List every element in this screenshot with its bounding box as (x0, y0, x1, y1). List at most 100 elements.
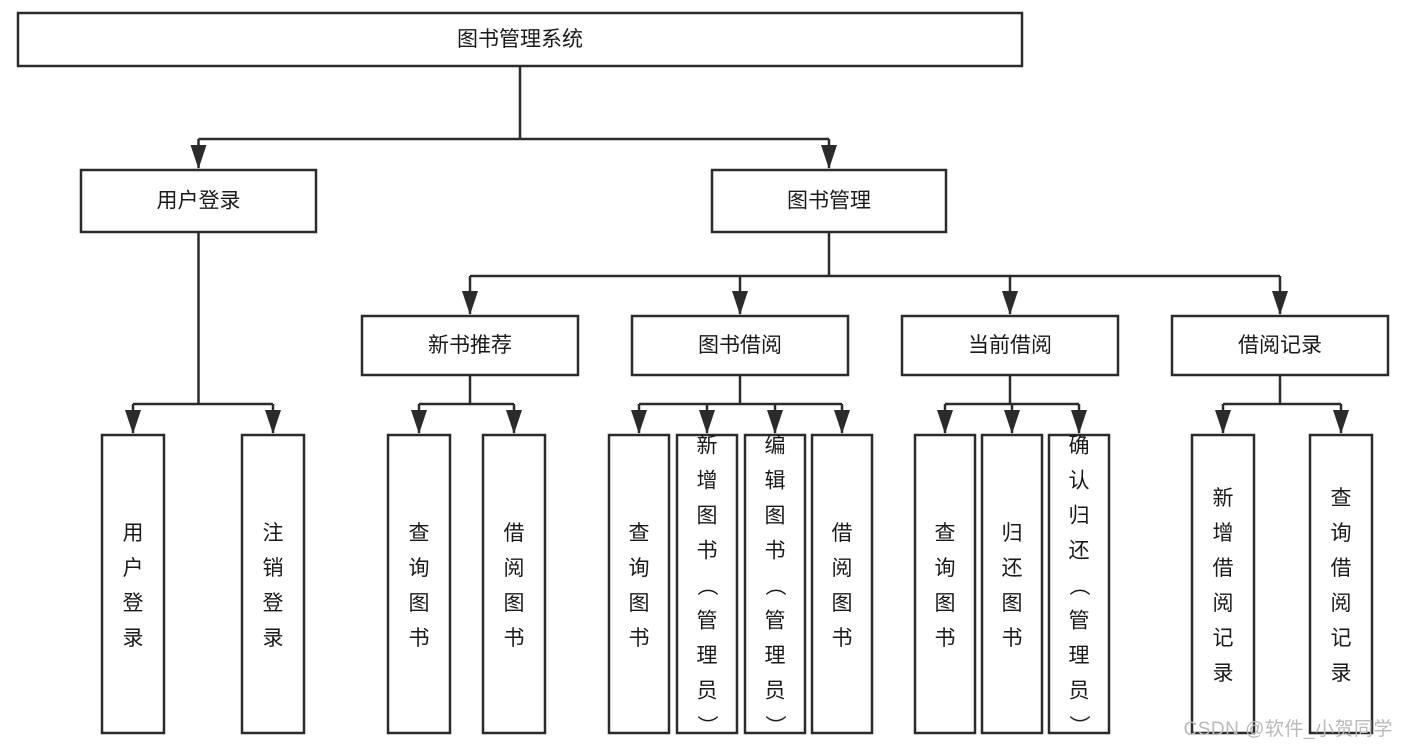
node-box (1190, 433, 1256, 735)
node-box (1047, 433, 1111, 735)
node-borrow-record[interactable]: 借阅记录 (1170, 314, 1390, 377)
node-label-char: 记 (1331, 627, 1352, 650)
arrow-head-icon (411, 410, 427, 434)
node-label-char: 理 (1069, 645, 1090, 668)
arrow-head-icon (699, 410, 715, 434)
arrow-head-icon (1333, 410, 1349, 434)
node-label-char: 录 (1213, 662, 1234, 685)
node-label-char: 书 (697, 540, 718, 563)
node-label-char: 录 (1331, 662, 1352, 685)
arrow-head-icon (732, 291, 748, 315)
node-label-char: 图 (765, 505, 786, 528)
node-label-char: 增 (1213, 522, 1234, 545)
node-label-char: 书 (935, 627, 956, 650)
node-label-char: 书 (504, 627, 525, 650)
node-leaf-user-login[interactable]: 用户登录 (100, 433, 166, 735)
node-box (980, 433, 1044, 735)
node-label-char: 记 (1213, 627, 1234, 650)
node-label-char: （ (695, 575, 718, 596)
node-label-char: 图 (1002, 592, 1023, 615)
node-label-char: 借 (1331, 557, 1352, 580)
edge-layer (125, 66, 1349, 434)
node-box (607, 433, 671, 735)
node-label-char: 阅 (504, 557, 525, 580)
arrow-head-icon (265, 410, 281, 434)
node-box (100, 433, 166, 735)
node-box (16, 11, 1024, 68)
node-label-char: 归 (1069, 505, 1090, 528)
node-label-char: 管 (1069, 610, 1090, 633)
arrow-head-icon (767, 410, 783, 434)
node-label-char: 借 (504, 522, 525, 545)
node-label-char: 理 (765, 645, 786, 668)
node-label-char: 归 (1002, 522, 1023, 545)
node-new-book-rec[interactable]: 新书推荐 (360, 314, 580, 377)
node-label-char: 借 (1213, 557, 1234, 580)
node-label-char: 询 (629, 557, 650, 580)
node-box (1170, 314, 1390, 377)
node-label-char: 录 (123, 627, 144, 650)
node-label-char: ） (1067, 715, 1090, 736)
node-label-char: 图 (832, 592, 853, 615)
node-label-char: 查 (409, 522, 430, 545)
node-label-char: 员 (697, 680, 718, 703)
arrow-head-icon (506, 410, 522, 434)
node-label-char: 登 (263, 592, 284, 615)
node-label-char: 增 (697, 470, 718, 493)
node-label-char: 编 (765, 435, 786, 458)
node-label-char: 阅 (1331, 592, 1352, 615)
node-label-char: 询 (1331, 522, 1352, 545)
node-label-char: 新 (1213, 487, 1234, 510)
node-label-char: 图 (504, 592, 525, 615)
node-box (360, 314, 580, 377)
node-box (810, 433, 874, 735)
node-box (900, 314, 1120, 377)
arrow-head-icon (462, 291, 478, 315)
node-label-char: 图 (935, 592, 956, 615)
arrow-head-icon (1272, 291, 1288, 315)
node-label-char: 书 (765, 540, 786, 563)
watermark-text: CSDN @软件_小贺同学 (1183, 719, 1393, 740)
node-label-char: 户 (123, 557, 144, 580)
node-label-char: 借 (832, 522, 853, 545)
arrow-head-icon (1215, 410, 1231, 434)
node-label-char: 阅 (832, 557, 853, 580)
node-label-char: 认 (1069, 470, 1090, 493)
node-label: 当前借阅 (968, 334, 1052, 357)
node-layer: 图书管理系统用户登录图书管理新书推荐图书借阅当前借阅借阅记录用户登录注销登录查询… (16, 11, 1390, 737)
node-label-char: ） (695, 715, 718, 736)
node-box (240, 433, 306, 735)
arrow-head-icon (1004, 410, 1020, 434)
node-label-char: 还 (1069, 540, 1090, 563)
arrow-head-icon (1071, 410, 1087, 434)
node-book-borrow[interactable]: 图书借阅 (630, 314, 850, 377)
node-root[interactable]: 图书管理系统 (16, 11, 1024, 68)
node-label-char: 阅 (1213, 592, 1234, 615)
node-label-char: 书 (1002, 627, 1023, 650)
node-box (481, 433, 547, 735)
node-label-char: 辑 (765, 470, 786, 493)
node-label-char: 注 (263, 522, 284, 545)
arrow-head-icon (125, 410, 141, 434)
node-current-borrow[interactable]: 当前借阅 (900, 314, 1120, 377)
node-label-char: ） (763, 715, 786, 736)
node-box (386, 433, 452, 735)
node-label-char: 登 (123, 592, 144, 615)
node-label-char: 书 (409, 627, 430, 650)
node-label-char: 新 (697, 435, 718, 458)
node-book-manage[interactable]: 图书管理 (710, 168, 948, 234)
node-user-login[interactable]: 用户登录 (79, 168, 318, 234)
